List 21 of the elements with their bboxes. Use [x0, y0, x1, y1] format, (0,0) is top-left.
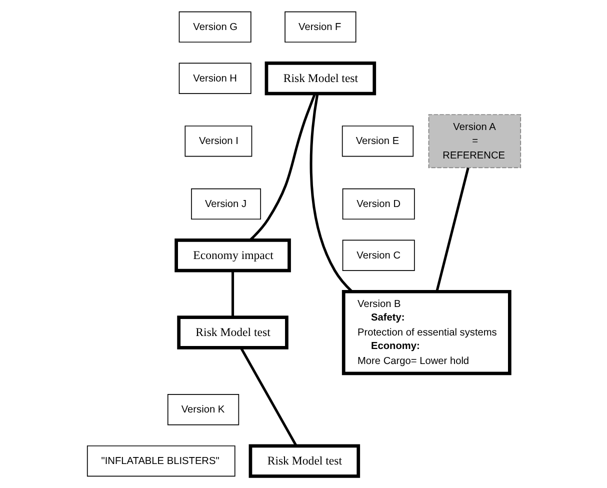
node-box: Version C	[342, 240, 414, 271]
node-box: Version I	[184, 126, 252, 157]
node-box: Version G	[178, 11, 251, 43]
connector	[309, 93, 352, 292]
node-box: Version B Safety: Protection of essential systems Economy: More Cargo= Lower hold	[341, 290, 511, 376]
connector	[231, 270, 234, 318]
node-box: Version H	[178, 62, 251, 94]
node-box: Version A = REFERENCE	[428, 114, 521, 168]
node-box: Version J	[190, 188, 261, 220]
node-box: Risk Model test	[264, 62, 376, 96]
connector	[239, 347, 297, 446]
node-box: Economy impact	[174, 238, 290, 272]
node-box: Version K	[166, 394, 239, 426]
node-box: Version E	[341, 126, 414, 157]
node-box: Risk Model test	[248, 444, 360, 478]
node-box: Version D	[342, 188, 414, 220]
connector	[435, 168, 469, 292]
node-box: Version F	[284, 11, 356, 43]
node-box: "INFLATABLE BLISTERS"	[86, 445, 235, 477]
connector	[248, 93, 316, 241]
node-box: Risk Model test	[176, 316, 288, 350]
